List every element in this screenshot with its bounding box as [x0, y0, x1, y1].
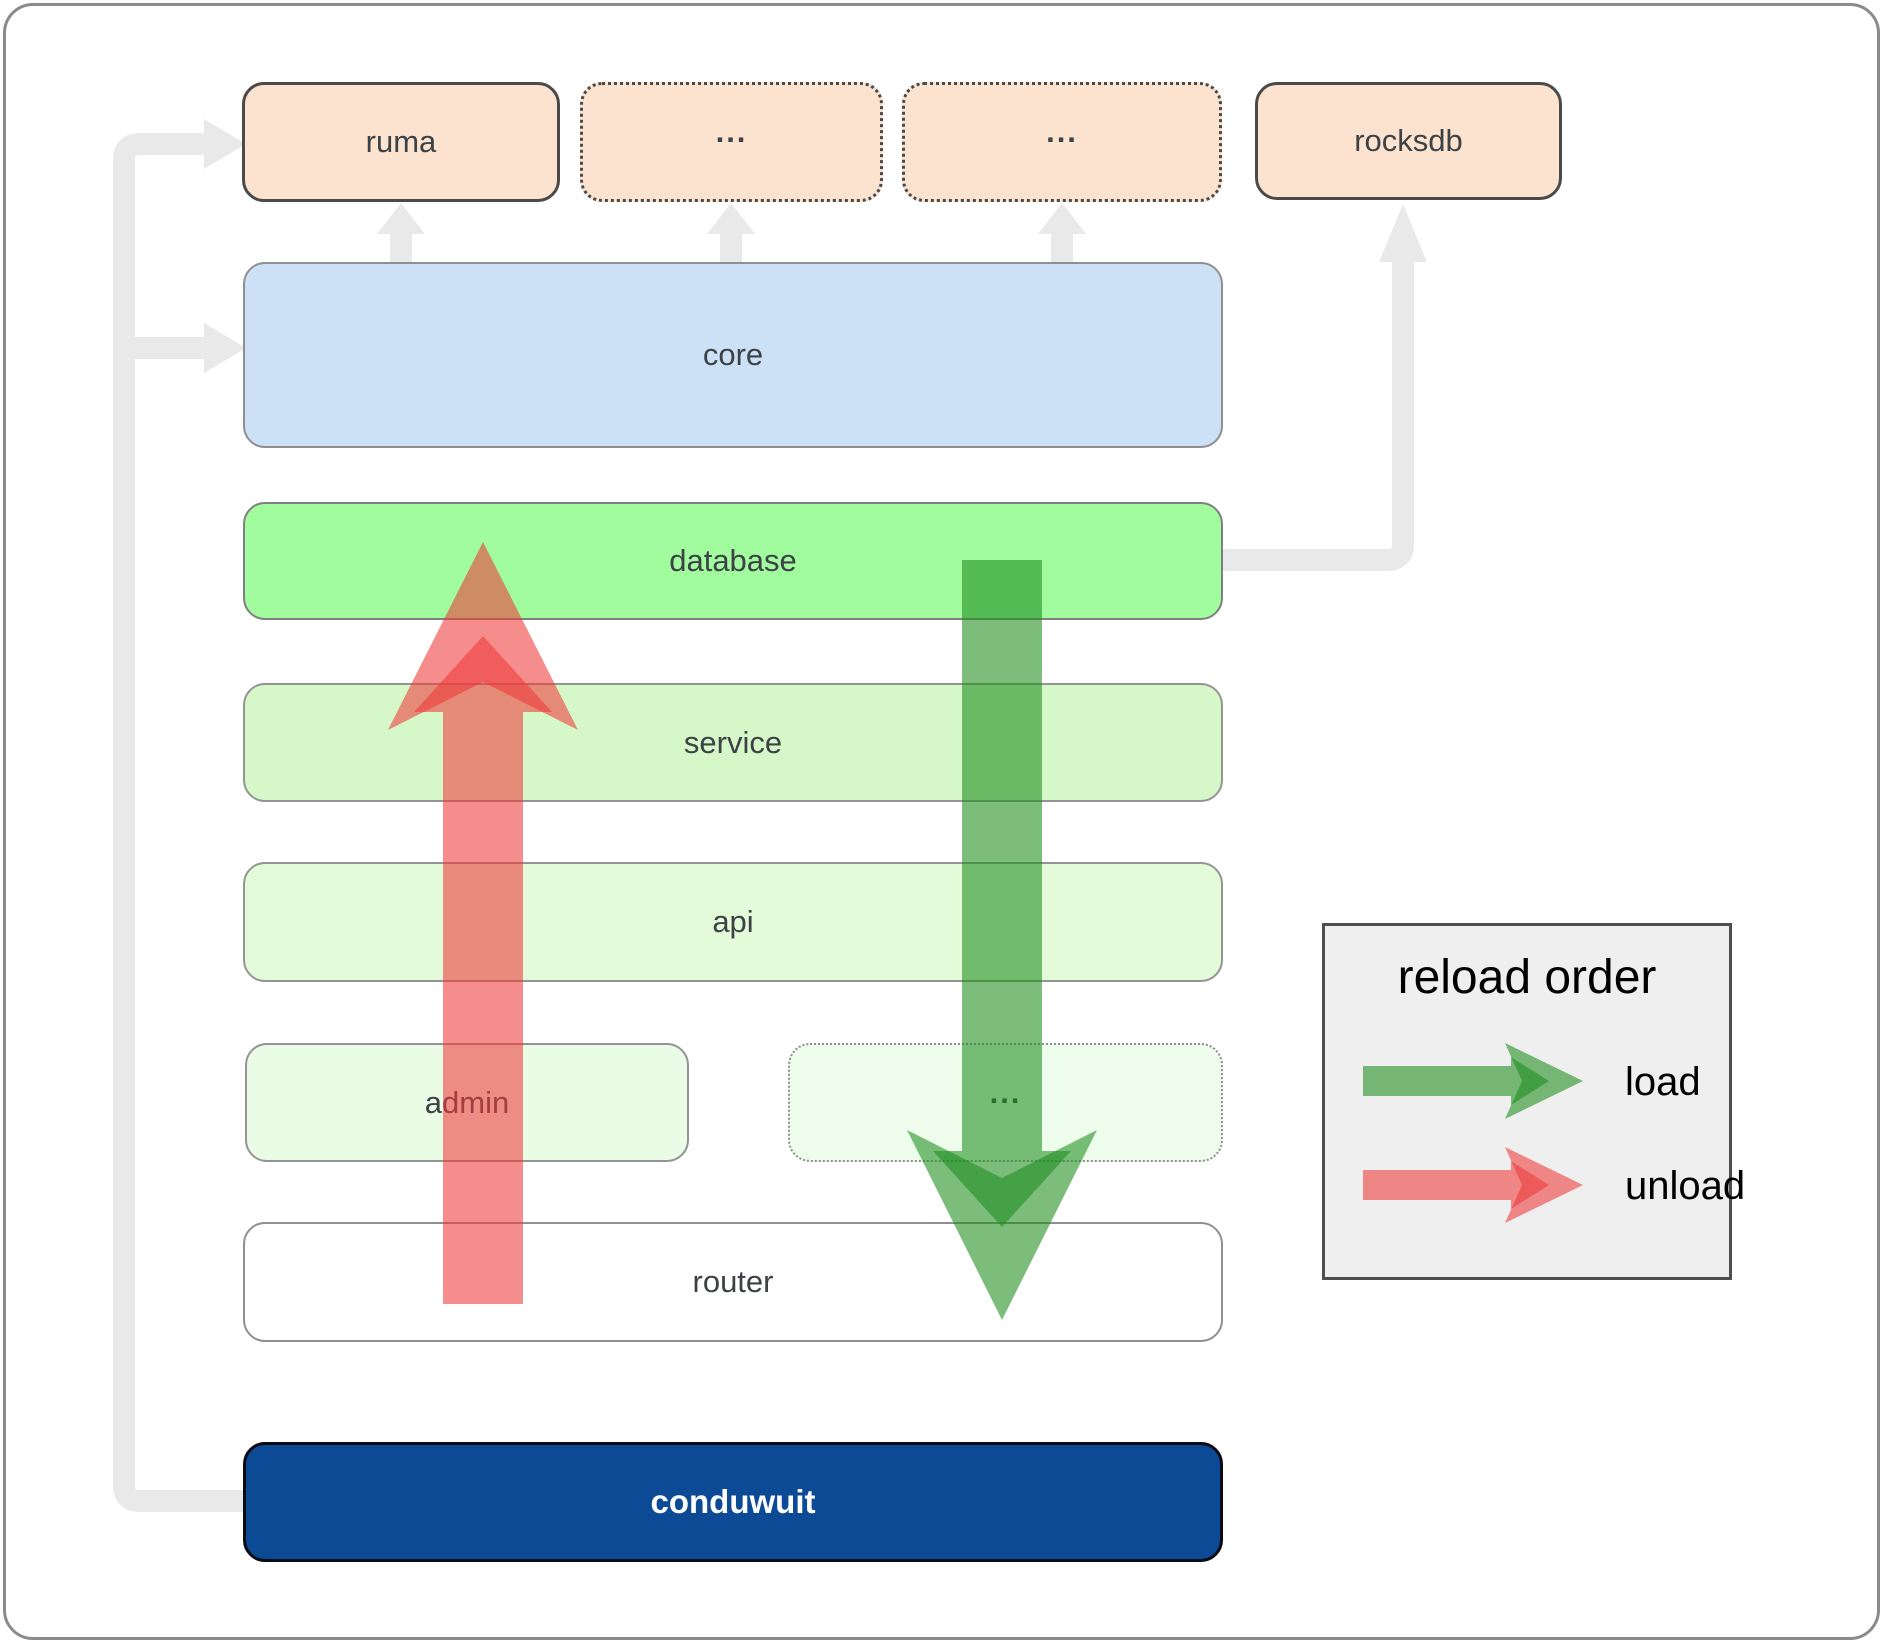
box-service-label: service	[683, 724, 783, 760]
box-core: core	[243, 262, 1223, 448]
box-ellipsis-3-label: ...	[989, 1074, 1022, 1110]
arrowhead-into-core-icon	[204, 323, 246, 373]
box-api: api	[243, 862, 1223, 982]
box-ruma: ruma	[242, 82, 560, 202]
box-router: router	[243, 1222, 1223, 1342]
box-ellipsis-1: ...	[580, 82, 883, 202]
up-arrow-shaft-ellipsis1	[720, 230, 742, 264]
box-api-label: api	[712, 904, 754, 939]
diagram-outer-border	[3, 3, 1880, 1640]
up-arrow-head-ruma-icon	[377, 203, 425, 234]
box-database-label: database	[669, 543, 797, 578]
box-service: service	[243, 683, 1223, 802]
legend-title: reload order	[1397, 951, 1657, 1004]
box-conduwuit: conduwuit	[243, 1442, 1223, 1562]
up-arrow-head-ellipsis1-icon	[707, 203, 755, 234]
box-rocksdb: rocksdb	[1255, 82, 1562, 200]
legend: reload order load unload	[1322, 923, 1745, 1280]
box-router-label: router	[692, 1264, 774, 1299]
box-admin: admin	[245, 1043, 689, 1162]
box-ellipsis-2: ...	[902, 82, 1222, 202]
legend-unload-label: unload	[1625, 1164, 1746, 1208]
up-arrow-shaft-ruma	[390, 230, 412, 264]
connector-conduwuit-left-spine	[113, 133, 244, 1512]
up-arrow-shaft-ellipsis2	[1051, 230, 1073, 264]
box-admin-label: admin	[424, 1084, 510, 1120]
connector-database-to-rocksdb	[1223, 260, 1414, 571]
box-rocksdb-label: rocksdb	[1354, 123, 1463, 158]
box-core-label: core	[702, 337, 764, 372]
box-ellipsis-2-label: ...	[1046, 113, 1078, 149]
box-ellipsis-3: ...	[788, 1043, 1223, 1162]
box-ruma-label: ruma	[365, 124, 437, 159]
box-database: database	[243, 502, 1223, 620]
arrowhead-into-ruma-icon	[204, 119, 246, 169]
box-ellipsis-1-label: ...	[715, 113, 748, 149]
legend-load-label: load	[1625, 1060, 1701, 1104]
arrowhead-into-rocksdb-icon	[1379, 204, 1427, 262]
box-conduwuit-label: conduwuit	[650, 1483, 816, 1520]
up-arrow-head-ellipsis2-icon	[1038, 203, 1086, 234]
